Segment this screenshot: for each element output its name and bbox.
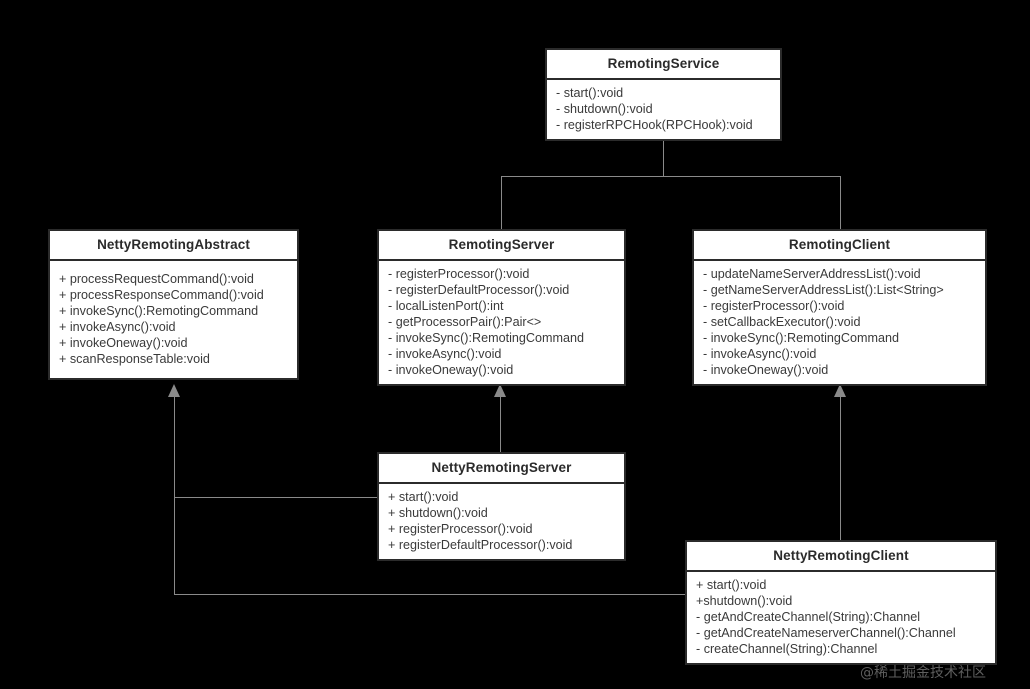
class-member: + invokeSync():RemotingCommand [59,304,259,318]
class-box-remoting-client[interactable]: RemotingClient - updateNameServerAddress… [692,229,987,386]
class-member: + invokeAsync():void [59,320,176,334]
class-member: - start():void [556,86,624,100]
arrowhead-to-remoting-server [494,384,506,397]
class-member: + processRequestCommand():void [59,272,254,286]
class-member: - registerProcessor():void [703,299,845,313]
class-title: RemotingServer [379,231,624,261]
edge-abstract-riser [174,396,175,595]
class-member: + start():void [388,490,459,504]
edge-nserver-to-server [500,396,501,453]
class-member: - invokeOneway():void [703,363,829,377]
class-member: - registerRPCHook(RPCHook):void [556,118,753,132]
class-members: - registerProcessor():void - registerDef… [379,261,624,384]
class-member: - getNameServerAddressList():List<String… [703,283,944,297]
class-title: NettyRemotingAbstract [50,231,297,261]
class-member: - invokeSync():RemotingCommand [703,331,899,345]
edge-service-to-client [840,176,841,230]
class-member: +shutdown():void [696,594,793,608]
class-members: - updateNameServerAddressList():void - g… [694,261,985,384]
arrowhead-to-remoting-client [834,384,846,397]
class-member: - registerDefaultProcessor():void [388,283,570,297]
class-members: + start():void + shutdown():void + regis… [379,484,624,559]
class-member: + registerDefaultProcessor():void [388,538,573,552]
watermark: @稀土掘金技术社区 [860,665,986,681]
class-title: RemotingService [547,50,780,80]
class-box-remoting-server[interactable]: RemotingServer - registerProcessor():voi… [377,229,626,386]
edge-service-to-server [501,176,502,230]
class-title: RemotingClient [694,231,985,261]
class-box-netty-remoting-abstract[interactable]: NettyRemotingAbstract + processRequestCo… [48,229,299,380]
class-member: - getProcessorPair():Pair<> [388,315,542,329]
class-members: - start():void - shutdown():void - regis… [547,80,780,139]
class-member: - invokeSync():RemotingCommand [388,331,584,345]
class-member: + shutdown():void [388,506,488,520]
class-member: - createChannel(String):Channel [696,642,878,656]
class-member: - setCallbackExecutor():void [703,315,861,329]
class-member: + invokeOneway():void [59,336,188,350]
edge-service-stem [663,140,664,176]
class-member: - invokeAsync():void [388,347,502,361]
class-title: NettyRemotingServer [379,454,624,484]
class-member: - getAndCreateNameserverChannel():Channe… [696,626,956,640]
class-member: - updateNameServerAddressList():void [703,267,921,281]
class-member: - registerProcessor():void [388,267,530,281]
class-box-remoting-service[interactable]: RemotingService - start():void - shutdow… [545,48,782,141]
class-member: - invokeAsync():void [703,347,817,361]
class-member: + processResponseCommand():void [59,288,264,302]
class-members: + processRequestCommand():void + process… [50,261,297,378]
arrowhead-to-netty-remoting-abstract [168,384,180,397]
class-member: - localListenPort():int [388,299,504,313]
class-member: - shutdown():void [556,102,653,116]
class-box-netty-remoting-server[interactable]: NettyRemotingServer + start():void + shu… [377,452,626,561]
class-member: - getAndCreateChannel(String):Channel [696,610,921,624]
class-members: + start():void +shutdown():void - getAnd… [687,572,995,663]
edge-nclient-to-client [840,396,841,541]
class-member: - invokeOneway():void [388,363,514,377]
class-member: + start():void [696,578,767,592]
edge-service-crossbar [501,176,841,177]
class-box-netty-remoting-client[interactable]: NettyRemotingClient + start():void +shut… [685,540,997,665]
edge-abstract-to-netty-server [174,497,378,498]
edge-abstract-to-netty-client [174,594,686,595]
class-member: + scanResponseTable:void [59,352,210,366]
class-title: NettyRemotingClient [687,542,995,572]
class-member: + registerProcessor():void [388,522,533,536]
